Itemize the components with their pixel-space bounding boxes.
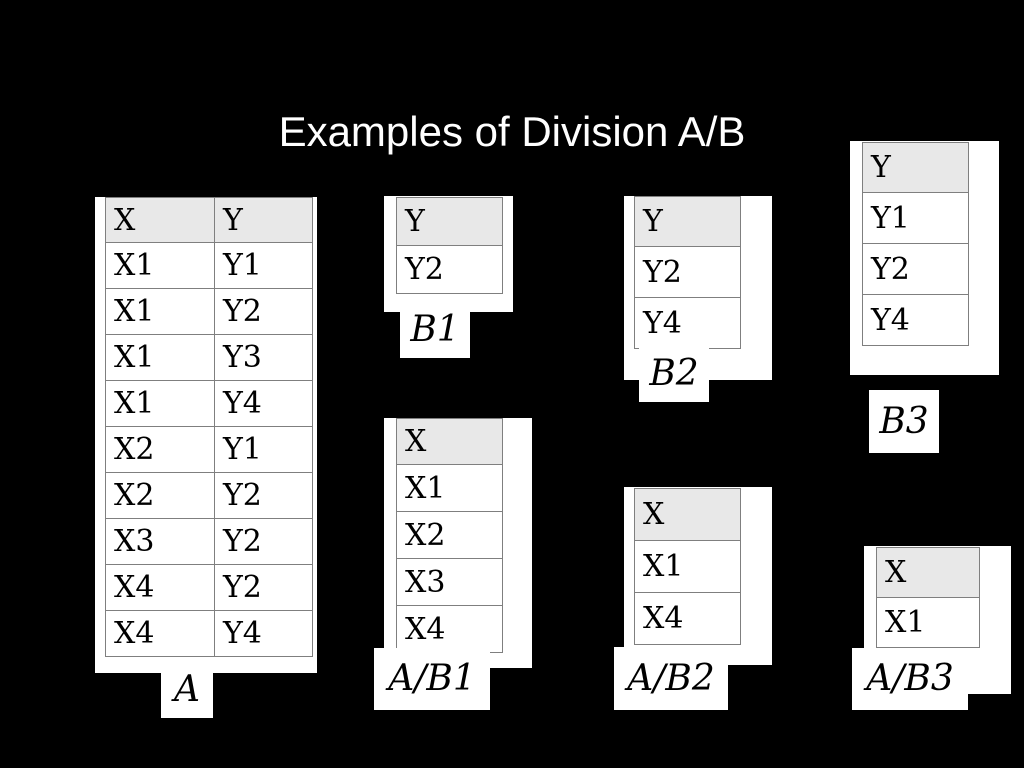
table-cell: X1	[876, 597, 980, 648]
table-cell: Y2	[214, 472, 313, 519]
table-row: Y2	[396, 245, 503, 294]
table-cell: Y2	[634, 246, 741, 298]
header-cell: Y	[634, 196, 741, 247]
table-b3: Y Y1 Y2 Y4	[862, 142, 969, 346]
table-cell: X2	[105, 426, 215, 473]
table-b3-label: B3	[869, 390, 939, 453]
table-row: Y2	[862, 243, 969, 295]
table-cell: X1	[105, 380, 215, 427]
table-row: Y4	[634, 297, 741, 349]
header-cell: X	[876, 547, 980, 598]
table-cell: Y1	[214, 426, 313, 473]
table-cell: Y4	[862, 294, 969, 346]
table-b1-label: B1	[400, 302, 470, 358]
table-cell: X3	[105, 518, 215, 565]
table-ab2-header-row: X	[634, 488, 741, 541]
table-cell: Y1	[214, 242, 313, 289]
table-cell: Y2	[214, 564, 313, 611]
table-cell: Y2	[396, 245, 503, 294]
table-cell: X4	[396, 605, 503, 653]
table-row: X2	[396, 511, 503, 559]
table-ab2: X X1 X4	[634, 488, 741, 645]
table-row: X1	[396, 464, 503, 512]
table-b3-header-row: Y	[862, 142, 969, 193]
table-cell: X1	[634, 540, 741, 593]
table-a-label: A	[161, 661, 213, 718]
table-row: Y4	[862, 294, 969, 346]
header-cell: Y	[396, 197, 503, 246]
table-cell: X1	[396, 464, 503, 512]
table-ab1-label: A/B1	[374, 648, 490, 710]
table-cell: X2	[105, 472, 215, 519]
table-b1: Y Y2	[396, 197, 503, 294]
table-ab3-label: A/B3	[852, 648, 968, 710]
table-b2-header-row: Y	[634, 196, 741, 247]
slide-title: Examples of Division A/B	[278, 108, 746, 155]
table-cell: Y2	[214, 288, 313, 335]
table-b2-label: B2	[639, 345, 709, 402]
table-a-header-row: X Y	[105, 197, 313, 243]
table-cell: X1	[105, 288, 215, 335]
table-ab3-header-row: X	[876, 547, 980, 598]
table-ab3: X X1	[876, 547, 980, 648]
table-cell: X4	[105, 564, 215, 611]
table-cell: X4	[634, 592, 741, 645]
table-cell: Y4	[214, 610, 313, 657]
table-row: Y1	[862, 192, 969, 244]
table-cell: Y2	[862, 243, 969, 295]
header-cell: X	[634, 488, 741, 541]
header-cell: X	[105, 197, 215, 243]
header-cell: Y	[862, 142, 969, 193]
table-cell: X1	[105, 334, 215, 381]
table-cell: X1	[105, 242, 215, 289]
table-cell: Y1	[862, 192, 969, 244]
table-cell: Y4	[634, 297, 741, 349]
table-row: Y2	[634, 246, 741, 298]
table-ab1: X X1 X2 X3 X4	[396, 418, 503, 653]
table-ab1-header-row: X	[396, 418, 503, 465]
table-b1-header-row: Y	[396, 197, 503, 246]
table-cell: X4	[105, 610, 215, 657]
table-cell: Y3	[214, 334, 313, 381]
table-b2: Y Y2 Y4	[634, 196, 741, 349]
table-row: X4	[396, 605, 503, 653]
table-ab2-label: A/B2	[614, 647, 728, 710]
header-cell: X	[396, 418, 503, 465]
table-cell: X2	[396, 511, 503, 559]
table-row: X4	[634, 592, 741, 645]
table-cell: Y4	[214, 380, 313, 427]
table-row: X1	[634, 540, 741, 593]
table-row: X1	[876, 597, 980, 648]
header-cell: Y	[214, 197, 313, 243]
table-row: X3	[396, 558, 503, 606]
table-cell: Y2	[214, 518, 313, 565]
table-cell: X3	[396, 558, 503, 606]
